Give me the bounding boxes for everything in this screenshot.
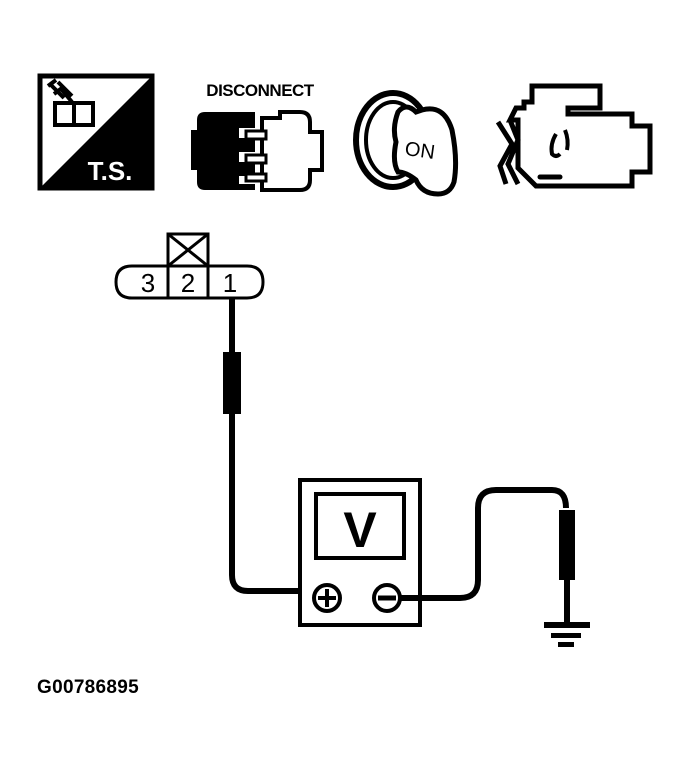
terminal-1: 1 <box>223 268 237 298</box>
ts-icon: T.S. <box>37 73 155 191</box>
ts-label: T.S. <box>88 156 133 186</box>
ignition-key-on-icon: ON <box>353 90 459 197</box>
terminal-3: 3 <box>141 268 155 298</box>
engine-off-icon <box>495 83 653 189</box>
figure-id: G00786895 <box>37 677 140 698</box>
disconnect-label: DISCONNECT <box>206 81 315 100</box>
voltmeter: V <box>298 478 422 627</box>
meter-label: V <box>343 502 377 558</box>
key-on-label: ON <box>403 138 436 164</box>
ground-icon <box>544 622 590 647</box>
connector: 3 2 1 <box>114 232 265 300</box>
meter-display <box>314 492 406 560</box>
terminal-2: 2 <box>181 268 195 298</box>
disconnect-icon: DISCONNECT <box>191 81 324 192</box>
positive-probe <box>223 298 310 594</box>
negative-lead <box>400 487 575 623</box>
